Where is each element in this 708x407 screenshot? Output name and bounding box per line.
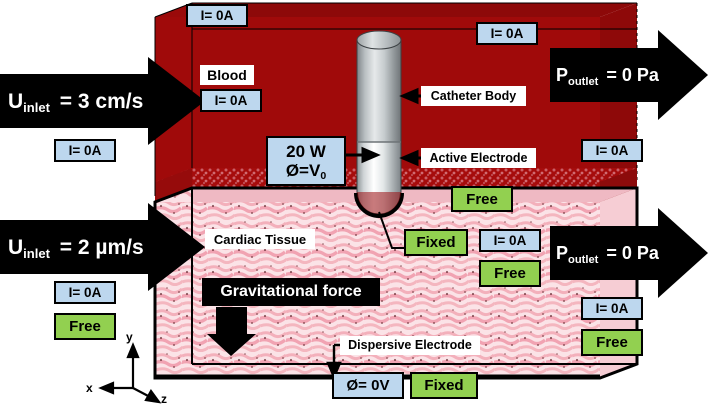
dispersive-electrode-label: Dispersive Electrode bbox=[340, 336, 480, 355]
bc-chip-i-left-upper: I= 0A bbox=[54, 139, 116, 162]
bc-chip-i-right-lower: I= 0A bbox=[581, 297, 643, 320]
bc-chip-free-blood-bottom: Free bbox=[451, 186, 513, 212]
tissue-outlet-label: Poutlet = 0 Pa bbox=[556, 242, 659, 266]
bc-chip-i-top-right: I= 0A bbox=[476, 22, 538, 45]
gravitational-force-label: Gravitational force bbox=[202, 278, 380, 306]
power-source-chip: 20 W Ø=V0 bbox=[266, 136, 346, 186]
bc-chip-free-tissue-inner: Free bbox=[479, 260, 541, 287]
bc-chip-free-right-lower: Free bbox=[581, 329, 643, 356]
tissue-outlet-arrow: Poutlet = 0 Pa bbox=[550, 208, 708, 298]
blood-domain-label: Blood bbox=[200, 65, 254, 85]
active-electrode-label: Active Electrode bbox=[421, 148, 536, 168]
blood-outlet-label: Poutlet = 0 Pa bbox=[556, 64, 659, 88]
blood-inlet-label: Uinlet = 3 cm/s bbox=[8, 89, 144, 115]
catheter-body-label: Catheter Body bbox=[421, 86, 526, 106]
power-value: 20 W bbox=[286, 142, 326, 161]
bc-chip-i-left-lower: I= 0A bbox=[54, 281, 116, 304]
bc-chip-i-right-upper: I= 0A bbox=[581, 139, 643, 162]
axis-label-x: x bbox=[86, 381, 93, 395]
axis-label-z: z bbox=[161, 392, 167, 406]
bc-chip-i-tissue-inner: I= 0A bbox=[479, 229, 541, 252]
axis-label-y: y bbox=[126, 330, 133, 344]
bc-chip-free-left-lower: Free bbox=[54, 313, 116, 340]
tissue-inlet-label: Uinlet = 2 µm/s bbox=[8, 235, 144, 261]
blood-outlet-arrow: Poutlet = 0 Pa bbox=[550, 30, 708, 120]
ground-potential-chip: Ø= 0V bbox=[332, 372, 404, 399]
ground-fixed-chip: Fixed bbox=[410, 372, 478, 399]
blood-inlet-arrow: Uinlet = 3 cm/s bbox=[0, 57, 205, 145]
bc-chip-fixed-electrode: Fixed bbox=[404, 229, 468, 256]
bc-chip-i-blood-front: I= 0A bbox=[200, 89, 262, 112]
potential-value: Ø=V0 bbox=[285, 161, 327, 183]
tissue-domain-label: Cardiac Tissue bbox=[205, 229, 315, 249]
tissue-inlet-arrow: Uinlet = 2 µm/s bbox=[0, 203, 205, 291]
bc-chip-i-top-left: I= 0A bbox=[186, 4, 248, 27]
